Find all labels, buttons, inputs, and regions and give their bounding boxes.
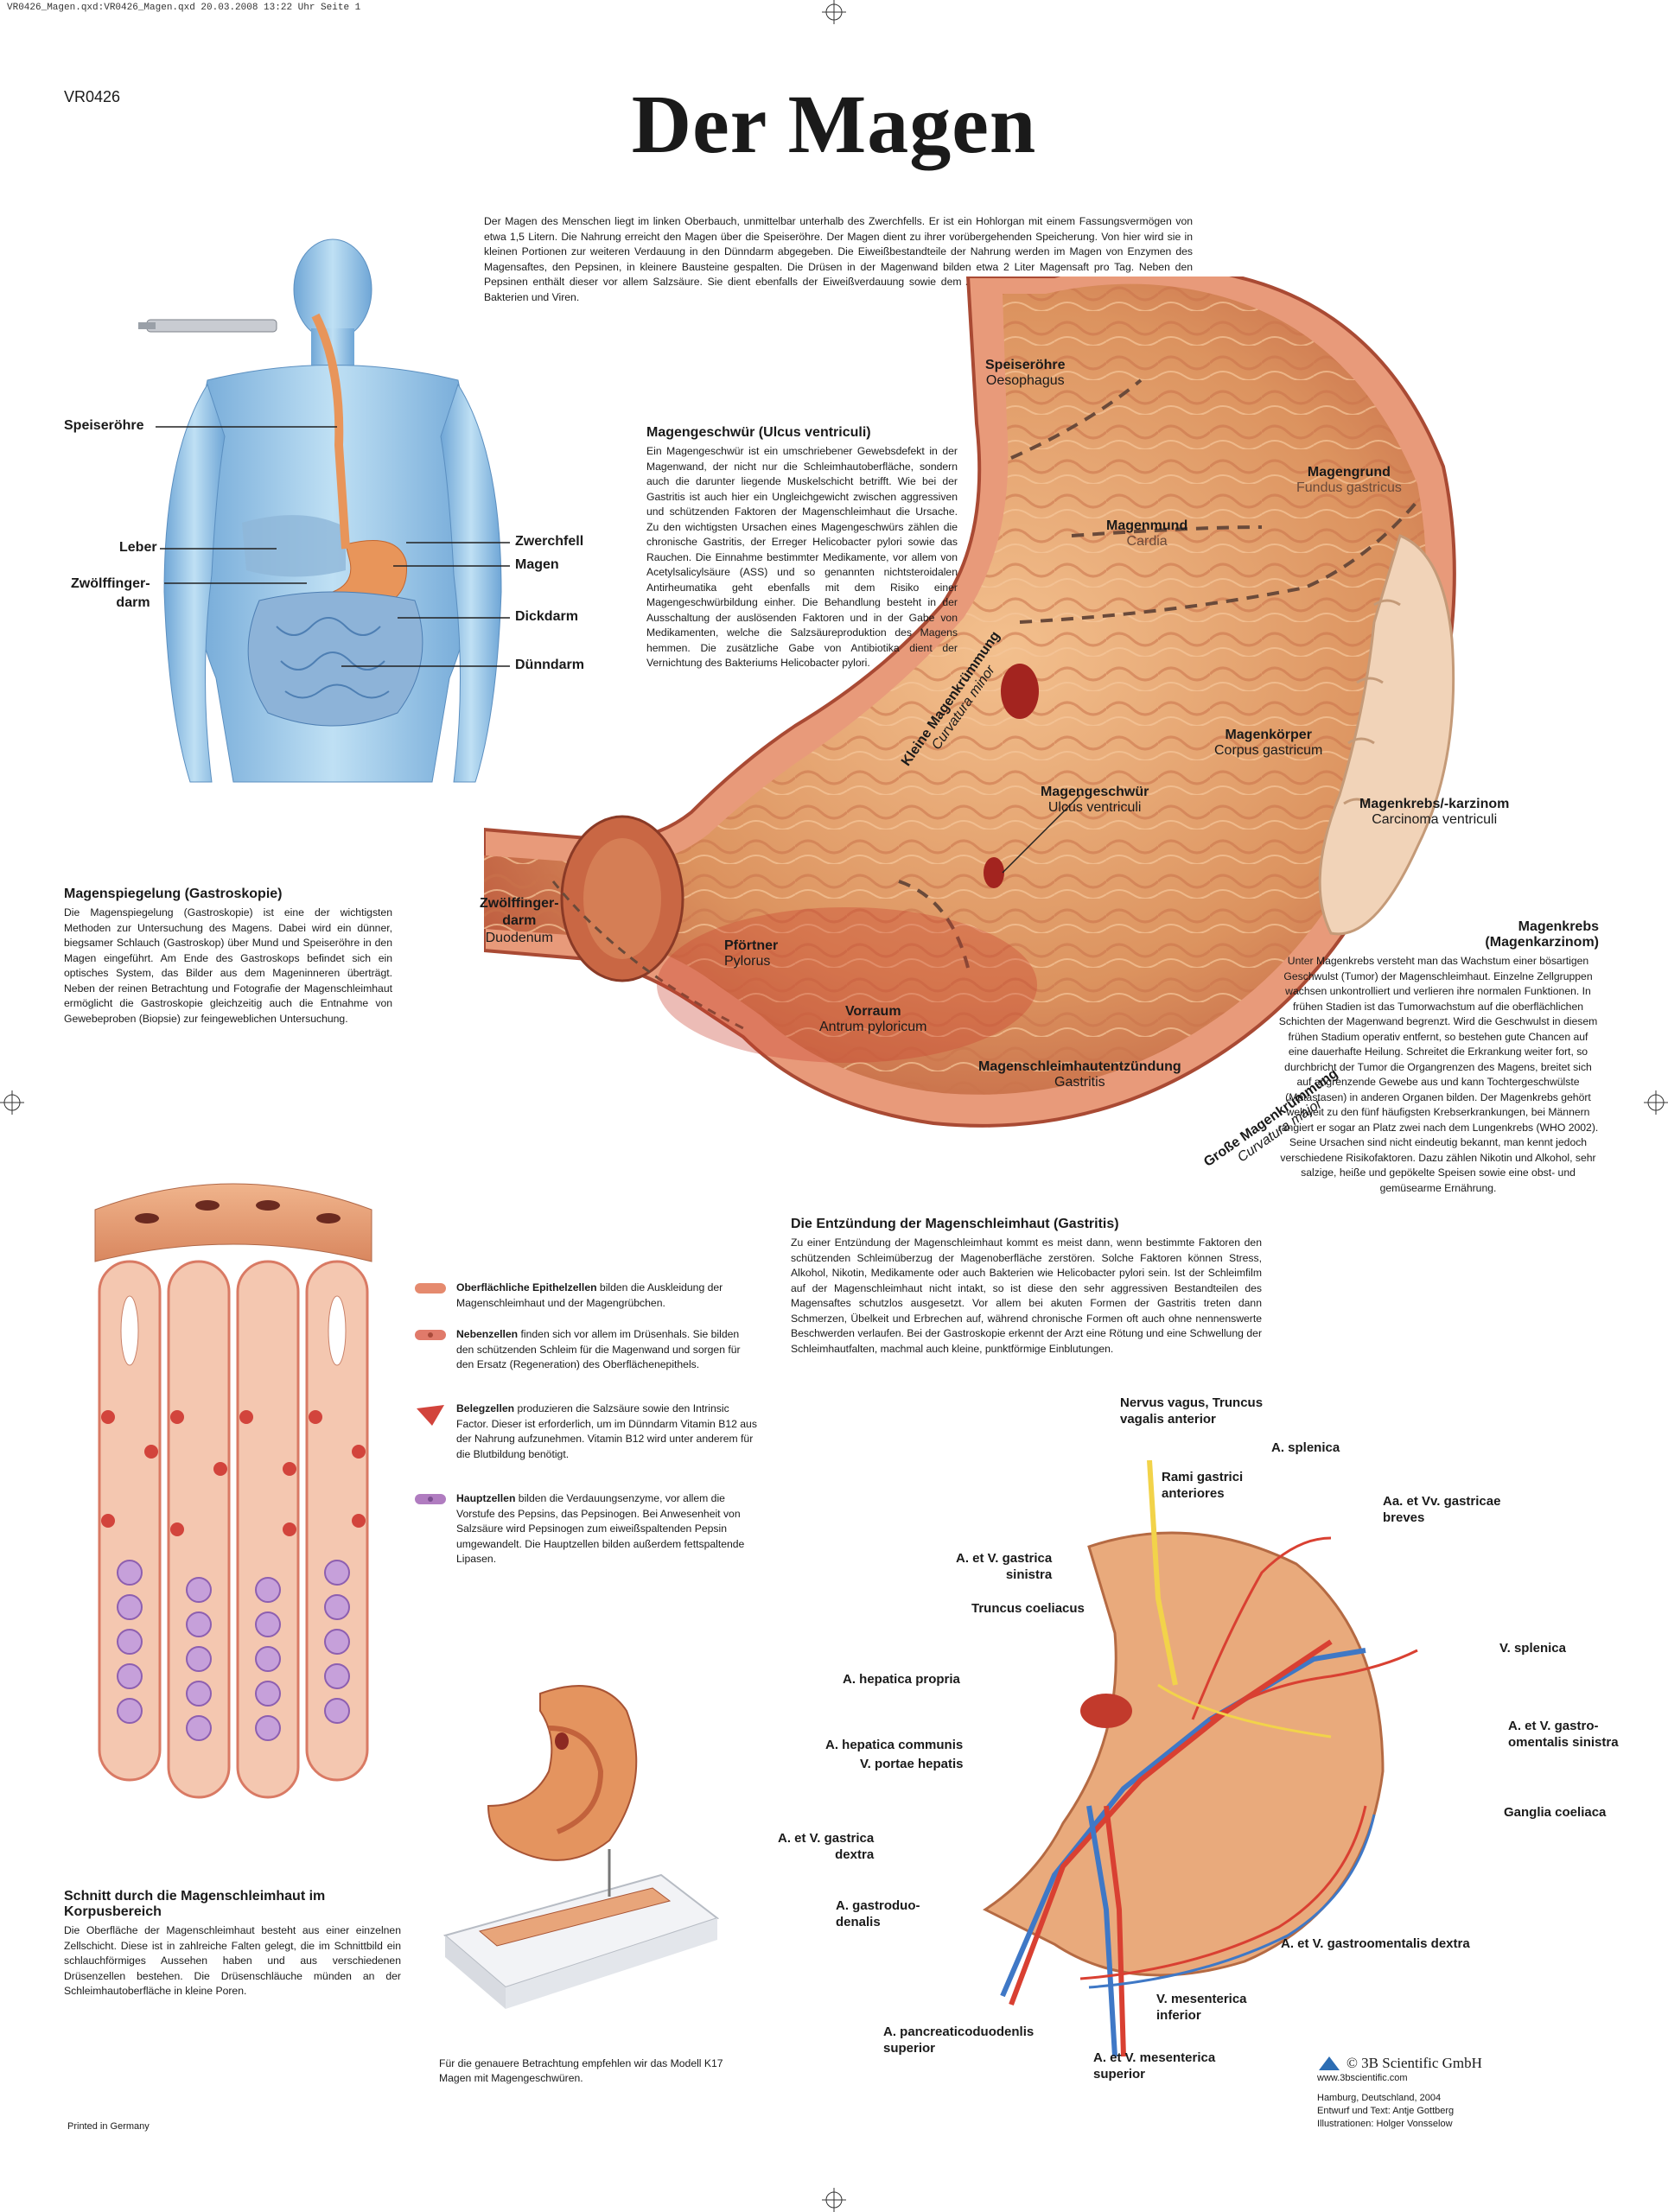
human-figure-illustration: [138, 238, 502, 783]
crop-mark-right: [1644, 1090, 1668, 1115]
cell-legend-nebenzellen: Nebenzellen finden sich vor allem im Drü…: [413, 1327, 759, 1373]
product-code: VR0426: [64, 88, 121, 105]
belegzellen-cell-icon: [417, 1405, 444, 1426]
label-v-splenica: V. splenica: [1499, 1641, 1566, 1656]
label-mesenterica-superior: A. et V. mesenterica superior: [1093, 2050, 1216, 2082]
schnitt-section: Schnitt durch die Magenschleimhaut im Ko…: [64, 1889, 401, 1999]
crop-mark-bottom: [822, 2188, 846, 2212]
publisher-name: © 3B Scientific GmbH: [1346, 2055, 1482, 2071]
cell-legend-belegzellen: Belegzellen produzieren die Salzsäure so…: [413, 1402, 759, 1462]
ulcus-section: Magengeschwür (Ulcus ventriculi) Ein Mag…: [646, 425, 958, 671]
label-gastroduodenalis: A. gastroduo- denalis: [836, 1898, 920, 1929]
label-truncus-coeliacus: Truncus coeliacus: [971, 1601, 1085, 1616]
label-gastroomentalis-dextra: A. et V. gastroomentalis dextra: [1281, 1936, 1470, 1951]
label-duenndarm: Dünndarm: [515, 658, 584, 672]
gastritis-heading: Die Entzündung der Magenschleimhaut (Gas…: [791, 1217, 1119, 1231]
model-caption: Für die genauere Betrachtung empfehlen w…: [439, 2057, 723, 2084]
schnitt-heading: Schnitt durch die Magenschleimhaut im Ko…: [64, 1889, 326, 1919]
label-gastrica-sinistra: A. et V. gastrica sinistra: [956, 1551, 1053, 1582]
ulcus-text: Ein Magengeschwür ist ein umschriebener …: [646, 445, 958, 669]
ulcus-heading: Magengeschwür (Ulcus ventriculi): [646, 425, 871, 440]
stomach-illustration: [484, 276, 1456, 1128]
stomach-vessels-illustration: [983, 1460, 1418, 2056]
label-zwerchfell: Zwerchfell: [515, 534, 584, 549]
gastroskopie-section: Magenspiegelung (Gastroskopie) Die Magen…: [64, 887, 392, 1027]
publisher-city: Hamburg, Deutschland, 2004: [1317, 2093, 1442, 2103]
print-slug: VR0426_Magen.qxd:VR0426_Magen.qxd 20.03.…: [7, 3, 361, 13]
publisher-block: © 3B Scientific GmbH www.3bscientific.co…: [1317, 2055, 1576, 2131]
label-gastricae-breves: Aa. et Vv. gastricae breves: [1383, 1494, 1501, 1525]
label-speiseroehre: Speiseröhre: [64, 418, 144, 433]
mucosa-section-illustration: [94, 1183, 372, 1799]
krebs-section: Magenkrebs (Magenkarzinom) Unter Magenkr…: [1277, 919, 1599, 1196]
gastritis-text: Zu einer Entzündung der Magenschleimhaut…: [791, 1236, 1262, 1355]
krebs-text: Unter Magenkrebs versteht man das Wachst…: [1277, 955, 1599, 1194]
schnitt-text: Die Oberfläche der Magenschleimhaut best…: [64, 1924, 401, 1997]
label-mesenterica-inferior: V. mesenterica inferior: [1156, 1992, 1247, 2023]
ulcer-marker-icon: [1001, 664, 1039, 719]
gastroskopie-text: Die Magenspiegelung (Gastroskopie) ist e…: [64, 906, 392, 1025]
label-gastroomentalis-sinistra: A. et V. gastro- omentalis sinistra: [1508, 1719, 1619, 1750]
crop-mark-top: [822, 0, 846, 24]
human-figure-leaders: [156, 426, 510, 667]
3b-logo-icon: [1319, 2056, 1340, 2070]
label-pancreaticoduodenalis: A. pancreaticoduodenlis superior: [883, 2024, 1035, 2056]
label-gastrica-dextra: A. et V. gastrica dextra: [778, 1831, 875, 1862]
label-dickdarm: Dickdarm: [515, 609, 578, 624]
publisher-illustrator: Illustrationen: Holger Vonsselow: [1317, 2119, 1453, 2129]
printed-in: Printed in Germany: [67, 2121, 150, 2132]
epithel-cell-icon: [415, 1283, 446, 1294]
nebenzellen-cell-icon: [415, 1330, 446, 1340]
gastritis-section: Die Entzündung der Magenschleimhaut (Gas…: [791, 1217, 1262, 1357]
label-a-splenica: A. splenica: [1271, 1440, 1340, 1455]
krebs-heading: Magenkrebs (Magenkarzinom): [1485, 919, 1599, 950]
label-zwoelffingerdarm: Zwölffinger- darm: [71, 576, 150, 610]
publisher-author: Entwurf und Text: Antje Gottberg: [1317, 2106, 1455, 2116]
label-rami-gastrici: Rami gastrici anteriores: [1162, 1470, 1244, 1501]
label-ganglia-coeliaca: Ganglia coeliaca: [1504, 1805, 1607, 1820]
label-hepatica-communis: A. hepatica communis: [825, 1738, 964, 1752]
stomach-model-illustration: [442, 1685, 720, 2009]
cell-legend-epithel: Oberflächliche Epithelzellen bilden die …: [413, 1281, 759, 1311]
label-portae-hepatis: V. portae hepatis: [860, 1757, 964, 1771]
intro-text: Der Magen des Menschen liegt im linken O…: [484, 215, 1193, 303]
cell-legend-hauptzellen: Hauptzellen bilden die Verdauungsenzyme,…: [413, 1491, 759, 1567]
label-vagus: Nervus vagus, Truncus vagalis anterior: [1120, 1395, 1264, 1427]
crop-mark-left: [0, 1090, 24, 1115]
publisher-url: www.3bscientific.com: [1317, 2073, 1408, 2083]
hauptzellen-cell-icon: [415, 1494, 446, 1504]
gastroskopie-heading: Magenspiegelung (Gastroskopie): [64, 887, 283, 901]
label-hepatica-propria: A. hepatica propria: [843, 1672, 960, 1687]
label-leber: Leber: [119, 540, 157, 555]
page-title: Der Magen: [631, 78, 1037, 170]
label-magen: Magen: [515, 557, 559, 572]
